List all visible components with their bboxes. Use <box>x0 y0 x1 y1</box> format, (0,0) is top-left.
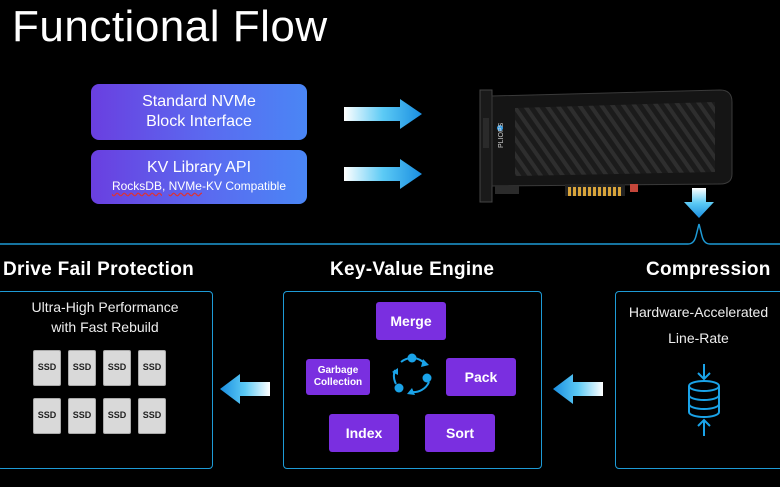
garbage-collection-block: Garbage Collection <box>306 359 370 395</box>
kv-line2: RocksDB, NVMe-KV Compatible <box>111 179 287 193</box>
section-divider <box>0 223 780 245</box>
ssd-icon: SSD <box>33 398 61 434</box>
nvme-block-interface-box: Standard NVMe Block Interface <box>91 84 307 140</box>
key-value-engine-title: Key-Value Engine <box>330 259 495 280</box>
cycle-icon <box>392 353 432 395</box>
index-block: Index <box>329 414 399 452</box>
nvme-line1: Standard NVMe <box>142 93 256 110</box>
compression-title: Compression <box>646 259 771 280</box>
ssd-icon: SSD <box>33 350 61 386</box>
drive-fail-protection-box: Ultra-High Performance with Fast Rebuild… <box>0 291 213 469</box>
svg-text:PLIOPS: PLIOPS <box>498 122 505 148</box>
kv-library-api-box: KV Library API RocksDB, NVMe-KV Compatib… <box>91 150 307 204</box>
ssd-icon: SSD <box>103 398 131 434</box>
ssd-icon: SSD <box>68 350 96 386</box>
arrow-down-icon <box>684 188 714 218</box>
compression-desc-line1: Hardware-Accelerated <box>628 304 769 320</box>
compression-desc-line2: Line-Rate <box>668 330 729 346</box>
compression-box: Hardware-Accelerated Line-Rate <box>615 291 780 469</box>
nvme-line2: Block Interface <box>146 113 252 130</box>
arrow-right-icon <box>344 99 422 129</box>
arrow-left-icon <box>220 374 270 404</box>
page-title: Functional Flow <box>12 2 328 51</box>
key-value-engine-box: Merge Garbage Collection Pack Index Sort <box>283 291 542 469</box>
drive-fail-desc-line1: Ultra-High Performance <box>31 299 179 315</box>
arrow-left-icon <box>553 374 603 404</box>
accelerator-card-image: PLIOPS <box>479 89 733 203</box>
drive-fail-protection-title: Drive Fail Protection <box>3 259 195 280</box>
kv-line1: KV Library API <box>146 159 252 176</box>
database-compress-icon <box>688 364 720 436</box>
ssd-icon: SSD <box>103 350 131 386</box>
ssd-icon: SSD <box>138 398 166 434</box>
drive-fail-desc-line2: with Fast Rebuild <box>51 319 159 335</box>
arrow-right-icon <box>344 159 422 189</box>
ssd-icon: SSD <box>138 350 166 386</box>
sort-block: Sort <box>425 414 495 452</box>
merge-block: Merge <box>376 302 446 340</box>
pack-block: Pack <box>446 358 516 396</box>
ssd-icon: SSD <box>68 398 96 434</box>
